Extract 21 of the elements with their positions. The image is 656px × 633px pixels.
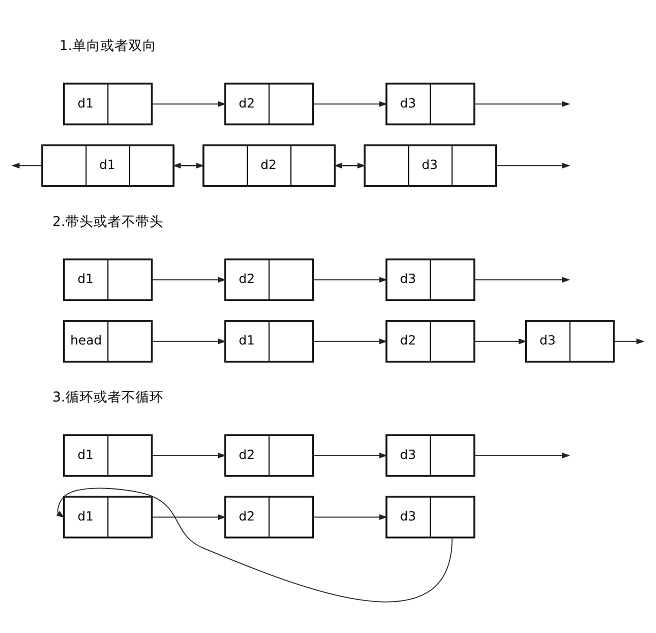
arrow xyxy=(313,338,388,344)
arrow xyxy=(313,452,388,458)
arrow xyxy=(474,101,570,107)
arrow xyxy=(474,276,570,283)
arrow xyxy=(152,514,226,520)
label: 3.循环或者不循环 xyxy=(52,390,164,406)
arrow xyxy=(313,101,388,107)
arrow xyxy=(496,162,570,168)
label: 1.单向或者双向 xyxy=(59,38,156,54)
arrow xyxy=(474,338,527,344)
label: 2.带头或者不带头 xyxy=(52,214,164,230)
arrow xyxy=(56,488,453,602)
arrow xyxy=(614,338,645,344)
arrow xyxy=(313,276,388,283)
arrow xyxy=(152,338,226,344)
arrow xyxy=(152,276,226,283)
arrow xyxy=(152,452,226,458)
arrow xyxy=(313,514,388,520)
arrow xyxy=(11,162,42,168)
arrow xyxy=(152,101,226,107)
arrow xyxy=(474,452,570,458)
